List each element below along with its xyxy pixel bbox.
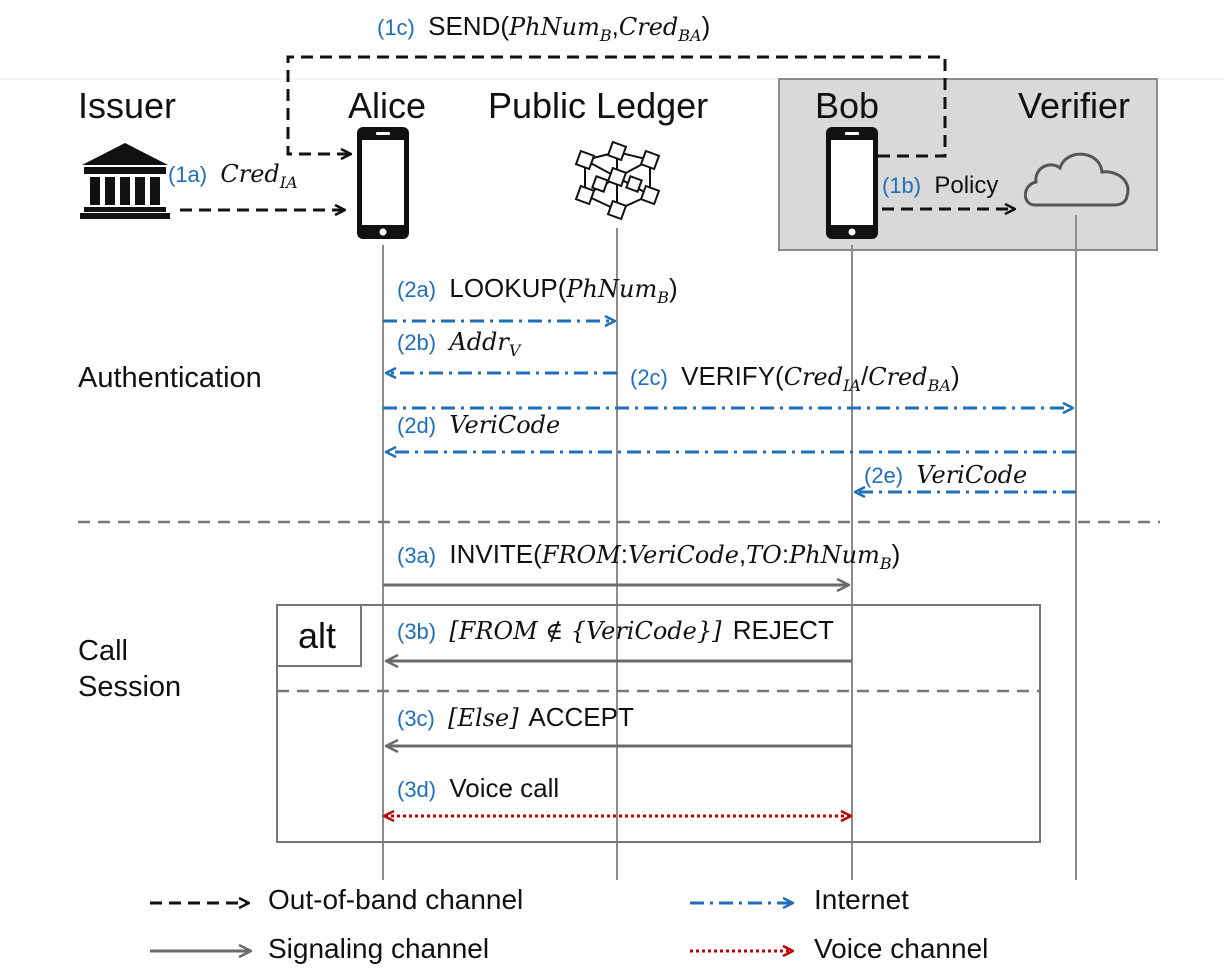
lifelines (382, 215, 1077, 880)
section-authentication: Authentication (78, 362, 262, 394)
msg-3d-label: (3d) Voice call (397, 773, 559, 803)
msg-2a-label: (2a) LOOKUP(PhNumB) (397, 273, 678, 307)
msg-2e-label: (2e) VeriCode (864, 459, 1027, 489)
msg-2b-label: (2b) AddrV (397, 326, 522, 360)
issuer-label: Issuer (78, 85, 176, 126)
section-call-session: Call Session (78, 635, 181, 703)
cloud-icon (1023, 152, 1130, 207)
legend-signaling-label: Signaling channel (268, 933, 489, 964)
smartphone-icon (357, 127, 409, 239)
ledger-label: Public Ledger (488, 85, 708, 126)
legend-internet-label: Internet (814, 884, 909, 915)
bob-label: Bob (815, 85, 879, 126)
alt-frame (276, 604, 1041, 843)
smartphone-icon (826, 127, 878, 239)
blockchain-icon (574, 140, 661, 221)
alt-tag (276, 604, 362, 667)
legend-oob-label: Out-of-band channel (268, 884, 523, 915)
msg-1b-label: (1b) Policy (882, 169, 998, 199)
verifier-label: Verifier (1018, 85, 1130, 126)
msg-2c-label: (2c) VERIFY(CredIA/CredBA) (630, 361, 960, 395)
bank-icon (80, 143, 170, 219)
msg-2d-label: (2d) VeriCode (397, 409, 560, 439)
msg-1c-label: (1c) SEND(PhNumB,CredBA) (377, 11, 710, 45)
msg-3c-label: (3c) [Else] ACCEPT (397, 702, 634, 732)
msg-1a-label: (1a) CredIA (168, 158, 298, 192)
alt-label: alt (298, 615, 336, 656)
msg-1c-arrow (286, 55, 947, 156)
msg-3b-label: (3b) [FROM ∉ {VeriCode}] REJECT (397, 615, 834, 645)
legend-voice-label: Voice channel (814, 933, 988, 964)
alice-label: Alice (348, 85, 426, 126)
legend: Out-of-band channel Internet Signaling c… (150, 884, 988, 964)
msg-3a-label: (3a) INVITE(FROM:VeriCode,TO:PhNumB) (397, 539, 900, 573)
